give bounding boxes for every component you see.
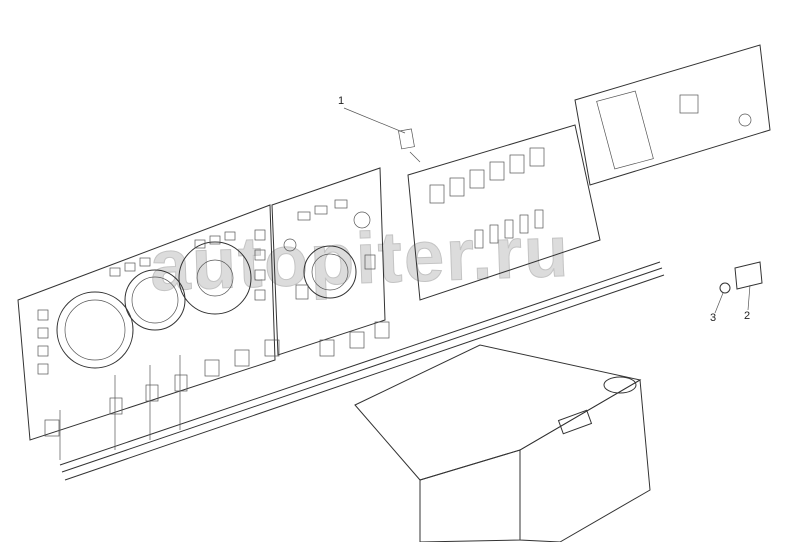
wiring-rails	[59, 261, 665, 481]
callout-3: 3	[710, 312, 717, 324]
instrument-panel-left	[17, 204, 276, 441]
part-2-plate	[734, 261, 763, 290]
callout-2: 2	[744, 310, 751, 322]
part-3-nut	[719, 282, 731, 294]
console-cover	[354, 344, 651, 542]
leader-lines	[343, 107, 751, 314]
callout-1: 1	[338, 95, 345, 107]
instrument-panel-center	[271, 167, 386, 356]
relay-block	[407, 124, 601, 301]
mounting-plate	[574, 44, 771, 186]
switches	[44, 321, 390, 460]
